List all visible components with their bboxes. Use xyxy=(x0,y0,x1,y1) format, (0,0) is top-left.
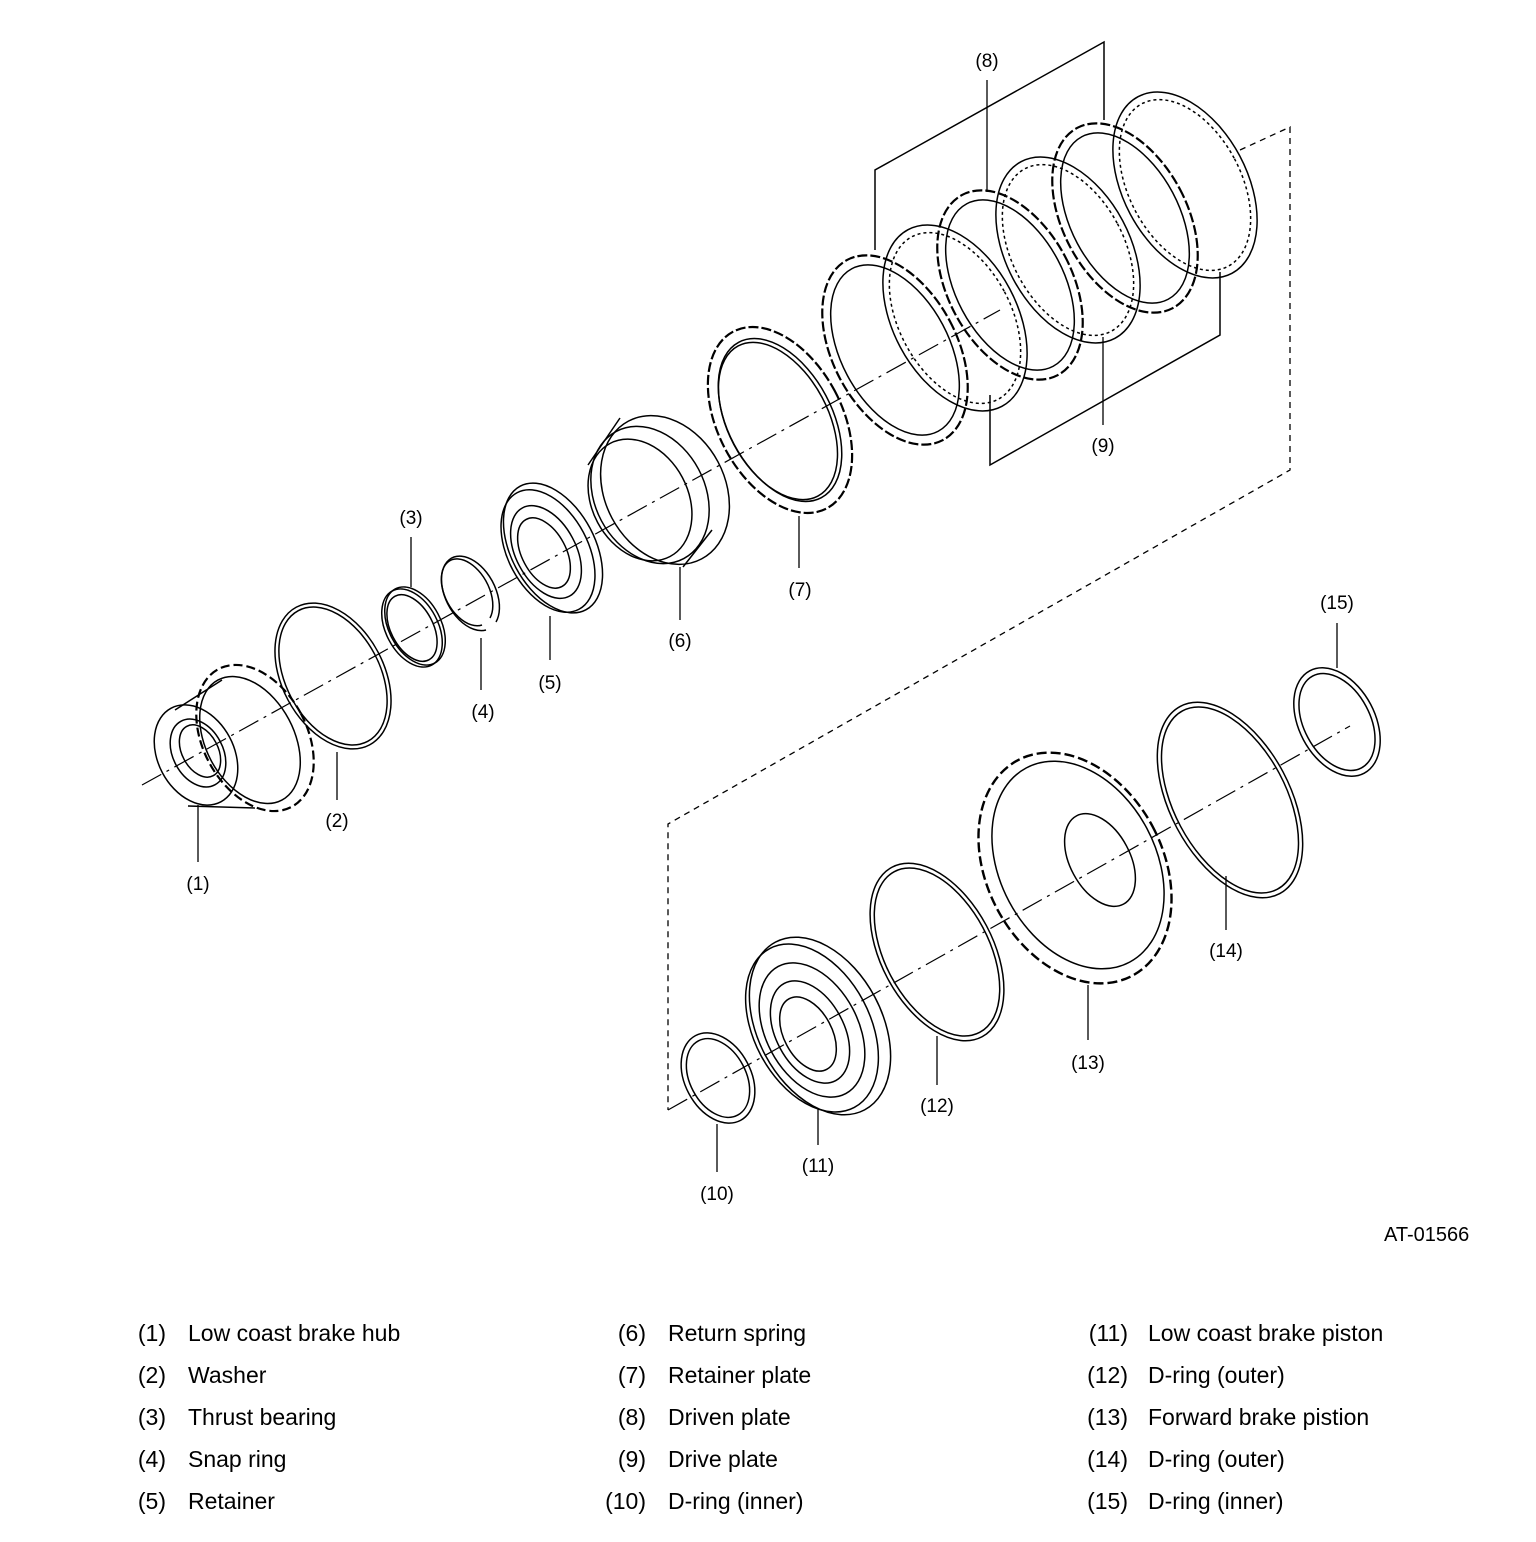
legend-item: (6) Return spring xyxy=(600,1312,811,1354)
legend-number: (2) xyxy=(137,1362,166,1388)
legend-label: D-ring (inner) xyxy=(1148,1488,1284,1514)
legend-item: (10) D-ring (inner) xyxy=(600,1480,811,1522)
driven-plate-3 xyxy=(1051,122,1199,314)
washer xyxy=(274,602,392,750)
callout-7: (7) xyxy=(788,580,811,601)
legend-number: (1) xyxy=(137,1320,166,1346)
legend-label: Snap ring xyxy=(188,1446,287,1472)
legend-item: (8) Driven plate xyxy=(600,1396,811,1438)
snap-ring xyxy=(440,555,501,632)
legend-item: (4) Snap ring xyxy=(128,1438,400,1480)
legend-label: D-ring (outer) xyxy=(1148,1362,1285,1388)
legend-column-2: (6) Return spring (7) Retainer plate (8) Dr… xyxy=(600,1312,811,1522)
callout-5: (5) xyxy=(538,673,561,694)
legend-label: Retainer plate xyxy=(668,1362,812,1388)
legend-label: Driven plate xyxy=(668,1404,791,1430)
legend-number: (15) xyxy=(1087,1488,1128,1514)
driven-plate-1 xyxy=(821,254,969,446)
legend-item: (2) Washer xyxy=(128,1354,400,1396)
drive-plate-2 xyxy=(995,156,1141,344)
legend-item: (9) Drive plate xyxy=(600,1438,811,1480)
legend-number: (9) xyxy=(617,1446,646,1472)
callout-1: (1) xyxy=(186,874,209,895)
legend-label: D-ring (inner) xyxy=(668,1488,804,1514)
callout-3: (3) xyxy=(399,508,422,529)
exploded-parts-diagram: (1) (2) (3) (4) (5) (6) (7) (8) (9) (10)… xyxy=(141,40,1381,1205)
legend-number: (12) xyxy=(1087,1362,1128,1388)
legend-number: (14) xyxy=(1087,1446,1128,1472)
callout-14: (14) xyxy=(1209,941,1243,962)
low-coast-brake-piston xyxy=(744,936,892,1116)
forward-brake-piston xyxy=(977,751,1173,985)
assembly-link-dashed-outline xyxy=(667,125,1291,1110)
retainer-plate xyxy=(706,325,854,515)
figure-id: AT-01566 xyxy=(1384,1224,1470,1246)
callout-4: (4) xyxy=(471,702,494,723)
d-ring-outer-lower xyxy=(869,862,1005,1042)
legend-item: (15) D-ring (inner) xyxy=(1078,1480,1383,1522)
callout-9: (9) xyxy=(1091,436,1114,457)
legend-label: Low coast brake piston xyxy=(1148,1320,1384,1346)
legend-label: D-ring (outer) xyxy=(1148,1446,1285,1472)
leader-lines xyxy=(197,80,1338,1172)
legend-number: (7) xyxy=(617,1362,646,1388)
legend-label: Low coast brake hub xyxy=(188,1320,401,1346)
d-ring-inner-upper xyxy=(1293,667,1381,777)
legend-label: Retainer xyxy=(188,1488,275,1514)
legend-item: (13) Forward brake pistion xyxy=(1078,1396,1383,1438)
low-coast-brake-hub xyxy=(153,663,315,813)
legend-item: (14) D-ring (outer) xyxy=(1078,1438,1383,1480)
drive-plate-3 xyxy=(1112,91,1258,279)
thrust-bearing xyxy=(380,586,447,668)
legend-number: (8) xyxy=(617,1404,646,1430)
legend-number: (3) xyxy=(137,1404,166,1430)
legend-item: (12) D-ring (outer) xyxy=(1078,1354,1383,1396)
legend-label: Drive plate xyxy=(668,1446,778,1472)
callout-15: (15) xyxy=(1320,593,1354,614)
d-ring-inner-lower xyxy=(680,1032,756,1124)
legend-label: Return spring xyxy=(668,1320,807,1346)
driven-plate-group-bracket xyxy=(874,40,1105,250)
legend-column-3: (11) Low coast brake piston (12) D-ring (o… xyxy=(1078,1312,1383,1522)
callout-2: (2) xyxy=(325,811,348,832)
legend-label: Forward brake pistion xyxy=(1148,1404,1370,1430)
driven-plate-2 xyxy=(936,189,1084,381)
legend-number: (13) xyxy=(1087,1404,1128,1430)
drive-plate-group-bracket xyxy=(989,272,1221,467)
lower-center-axis xyxy=(667,725,1351,1111)
d-ring-outer-upper xyxy=(1156,701,1304,899)
callout-10: (10) xyxy=(700,1184,734,1205)
callout-11: (11) xyxy=(802,1156,834,1177)
legend-item: (11) Low coast brake piston xyxy=(1078,1312,1383,1354)
legend-label: Thrust bearing xyxy=(188,1404,337,1430)
legend-item: (1) Low coast brake hub xyxy=(128,1312,400,1354)
legend-item: (3) Thrust bearing xyxy=(128,1396,400,1438)
legend-item: (5) Retainer xyxy=(128,1480,400,1522)
legend-number: (11) xyxy=(1088,1320,1128,1346)
legend-number: (5) xyxy=(137,1488,166,1514)
retainer xyxy=(500,482,604,614)
legend-number: (10) xyxy=(605,1488,646,1514)
legend-column-1: (1) Low coast brake hub (2) Washer (3) Thru… xyxy=(128,1312,400,1522)
legend-label: Washer xyxy=(188,1362,267,1388)
legend-number: (6) xyxy=(617,1320,646,1346)
callout-12: (12) xyxy=(920,1096,954,1117)
upper-center-axis xyxy=(141,309,1001,786)
return-spring xyxy=(587,414,731,568)
callout-13: (13) xyxy=(1071,1053,1105,1074)
legend-item: (7) Retainer plate xyxy=(600,1354,811,1396)
drive-plate-1 xyxy=(882,224,1028,412)
callout-8: (8) xyxy=(975,51,998,72)
callout-6: (6) xyxy=(668,631,691,652)
legend-number: (4) xyxy=(137,1446,166,1472)
